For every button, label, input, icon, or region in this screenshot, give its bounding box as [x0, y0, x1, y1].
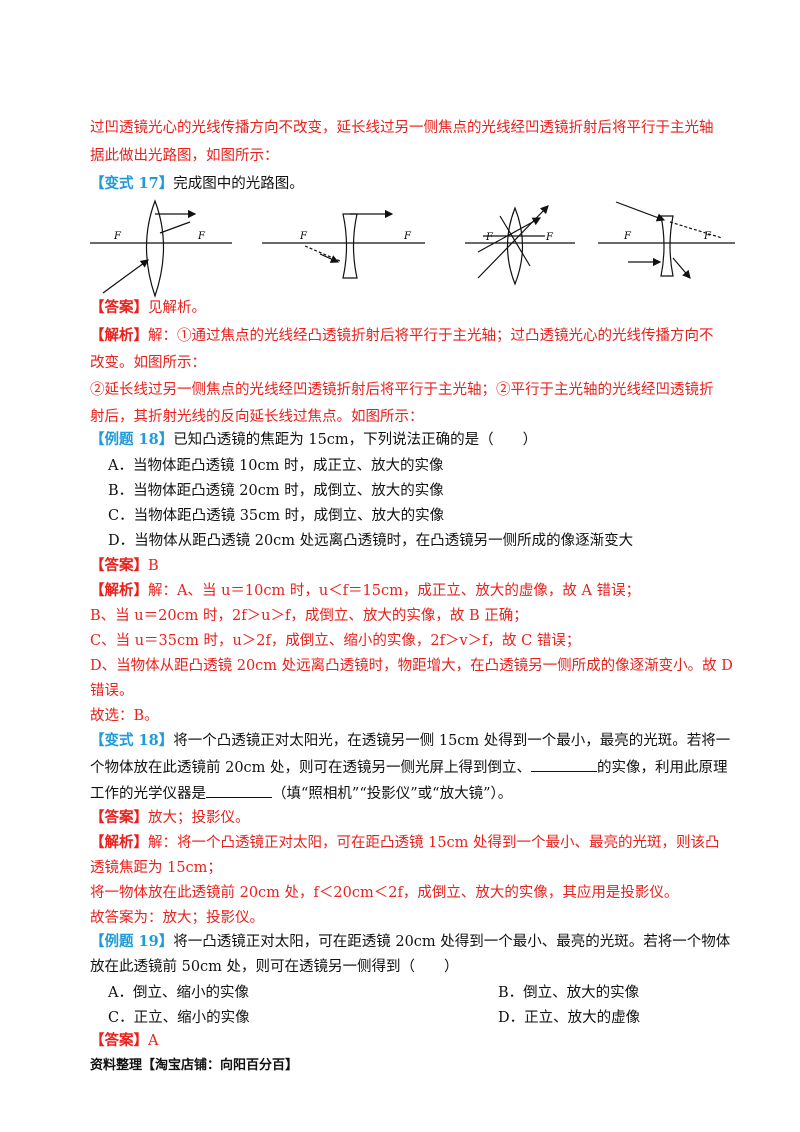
fig1-f-left: F	[113, 231, 122, 242]
ex18-analysis-3: C、当 u＝35cm 时，u＞2f，成倒立、缩小的实像，2f＞v＞f，故 C 错…	[90, 633, 581, 649]
ex18-analysis-text-1: 解：A、当 u＝10cm 时，u＜f＝15cm，成正立、放大的虚像，故 A 错误…	[148, 583, 641, 599]
fig-concave-4	[598, 201, 735, 279]
var18-text-2a: 个物体放在此透镜前 20cm 处，则可在透镜另一侧光屏上得到倒立、	[90, 760, 532, 776]
fig-convex-3	[465, 205, 575, 286]
ex18-option-a: A．当物体距凸透镜 10cm 时，成正立、放大的实像	[108, 458, 444, 474]
ex18-option-b: B．当物体距凸透镜 20cm 时，成倒立、放大的实像	[108, 483, 444, 499]
ex18-analysis-tag: 【解析】	[90, 582, 148, 599]
var17-text: 完成图中的光路图。	[173, 176, 304, 192]
var17-analysis-2: 改变。如图所示：	[90, 355, 206, 371]
answer-blank-2	[206, 783, 272, 798]
var18-line-3: 工作的光学仪器是 （填“照相机”“投影仪”或“放大镜”）。	[90, 783, 760, 804]
fig4-f-left: F	[623, 231, 632, 242]
var17-heading: 【变式 17】完成图中的光路图。	[90, 174, 760, 194]
ex19-option-d: D．正立、放大的虚像	[498, 1010, 641, 1026]
var18-answer-tag: 【答案】	[90, 809, 148, 826]
fig2-f-right: F	[403, 231, 412, 242]
var17-analysis-text-1: 解：①通过焦点的光线经凸透镜折射后将平行于主光轴；过凸透镜光心的光线传播方向不	[148, 328, 714, 344]
ex19-option-a: A．倒立、缩小的实像	[108, 985, 249, 1001]
ex18-conclusion: 故选：B。	[90, 708, 159, 724]
fig-concave-2	[262, 209, 425, 279]
var18-line-1: 【变式 18】将一个凸透镜正对太阳光，在透镜另一侧 15cm 处得到一个最小，最…	[90, 731, 760, 751]
var17-analysis-tag: 【解析】	[90, 327, 148, 344]
var17-analysis-3: ②延长线过另一侧焦点的光线经凹透镜折射后将平行于主光轴；②平行于主光轴的光线经凹…	[90, 382, 714, 398]
var18-text-2b: 的实像，利用此原理	[597, 760, 728, 776]
ex19-text-1: 将一凸透镜正对太阳，可在距透镜 20cm 处得到一个最小、最亮的光斑。若将一个物…	[173, 934, 731, 950]
var18-conclusion: 故答案为：放大；投影仪。	[90, 910, 264, 926]
ex18-analysis-2: B、当 u＝20cm 时，2f＞u＞f，成倒立、放大的实像，故 B 正确；	[90, 608, 528, 624]
ex19-line-1: 【例题 19】将一凸透镜正对太阳，可在距透镜 20cm 处得到一个最小、最亮的光…	[90, 932, 760, 952]
fig3-f-right: F	[545, 232, 554, 243]
var18-answer-text: 放大；投影仪。	[148, 810, 250, 826]
var18-text-3a: 工作的光学仪器是	[90, 786, 206, 802]
ex19-option-c: C．正立、缩小的实像	[108, 1010, 250, 1026]
var17-answer-tag: 【答案】	[90, 299, 148, 316]
var18-analysis-text-1: 解：将一个凸透镜正对太阳，可在距凸透镜 15cm 处得到一个最小、最亮的光斑，则…	[148, 835, 720, 851]
page-footer: 资料整理【淘宝店铺：向阳百分百】	[90, 1058, 299, 1073]
ex18-answer: 【答案】B	[90, 556, 760, 576]
ex18-analysis-5: 错误。	[90, 683, 134, 699]
ex18-option-d: D．当物体从距凸透镜 20cm 处远离凸透镜时，在凸透镜另一侧所成的像逐渐变大	[108, 533, 634, 549]
ex19-option-b: B．倒立、放大的实像	[498, 985, 640, 1001]
intro-line-2: 据此做出光路图，如图所示：	[90, 148, 279, 164]
var18-analysis-3: 将一物体放在此透镜前 20cm 处，f＜20cm＜2f，成倒立、放大的实像，其应…	[90, 885, 679, 901]
ex19-answer: 【答案】A	[90, 1031, 760, 1051]
var18-tag: 【变式 18】	[90, 732, 174, 749]
ex18-answer-tag: 【答案】	[90, 557, 148, 574]
var17-analysis-4: 射后，其折射光线的反向延长线过焦点。如图所示：	[90, 409, 424, 425]
var17-answer: 【答案】见解析。	[90, 298, 760, 318]
var18-text-1: 将一个凸透镜正对太阳光，在透镜另一侧 15cm 处得到一个最小，最亮的光斑。若将…	[173, 733, 731, 749]
fig3-f-left: F	[485, 232, 494, 243]
var17-tag: 【变式 17】	[90, 175, 174, 192]
ex19-options-row-2: C．正立、缩小的实像 D．正立、放大的虚像	[108, 1008, 760, 1028]
fig-convex-1	[90, 199, 232, 298]
ex18-answer-text: B	[148, 558, 159, 574]
var18-analysis-tag: 【解析】	[90, 834, 148, 851]
ex18-tag: 【例题 18】	[90, 431, 174, 448]
var18-analysis-2: 透镜焦距为 15cm；	[90, 860, 222, 876]
ex18-question-text: 已知凸透镜的焦距为 15cm，下列说法正确的是（ ）	[173, 432, 538, 448]
var17-answer-text: 见解析。	[148, 300, 206, 316]
ex18-analysis-1: 【解析】解：A、当 u＝10cm 时，u＜f＝15cm，成正立、放大的虚像，故 …	[90, 581, 760, 601]
var17-figure: F F F F F F F F	[90, 199, 735, 298]
var18-line-2: 个物体放在此透镜前 20cm 处，则可在透镜另一侧光屏上得到倒立、 的实像，利用此…	[90, 757, 760, 778]
ex19-answer-text: A	[148, 1033, 159, 1049]
answer-blank-1	[531, 757, 598, 772]
var18-analysis-1: 【解析】解：将一个凸透镜正对太阳，可在距凸透镜 15cm 处得到一个最小、最亮的…	[90, 833, 760, 853]
var18-answer: 【答案】放大；投影仪。	[90, 808, 760, 828]
var18-text-3b: （填“照相机”“投影仪”或“放大镜”）。	[272, 786, 513, 802]
ex19-options-row-1: A．倒立、缩小的实像 B．倒立、放大的实像	[108, 983, 760, 1003]
ex19-text-2: 放在此透镜前 50cm 处，则可在透镜另一侧得到（ ）	[90, 959, 459, 975]
ex18-option-c: C．当物体距凸透镜 35cm 时，成倒立、放大的实像	[108, 508, 445, 524]
fig4-f-right: F	[703, 231, 712, 242]
intro-line-1: 过凹透镜光心的光线传播方向不改变，延长线过另一侧焦点的光线经凹透镜折射后将平行于…	[90, 120, 714, 136]
var17-analysis-1: 【解析】解：①通过焦点的光线经凸透镜折射后将平行于主光轴；过凸透镜光心的光线传播…	[90, 326, 760, 346]
fig1-f-right: F	[197, 231, 206, 242]
ex19-tag: 【例题 19】	[90, 933, 174, 950]
ex18-question: 【例题 18】已知凸透镜的焦距为 15cm，下列说法正确的是（ ）	[90, 430, 760, 450]
fig2-f-left: F	[299, 231, 308, 242]
ex18-analysis-4: D、当物体从距凸透镜 20cm 处远离凸透镜时，物距增大，在凸透镜另一侧所成的像…	[90, 658, 733, 674]
ex19-answer-tag: 【答案】	[90, 1032, 148, 1049]
